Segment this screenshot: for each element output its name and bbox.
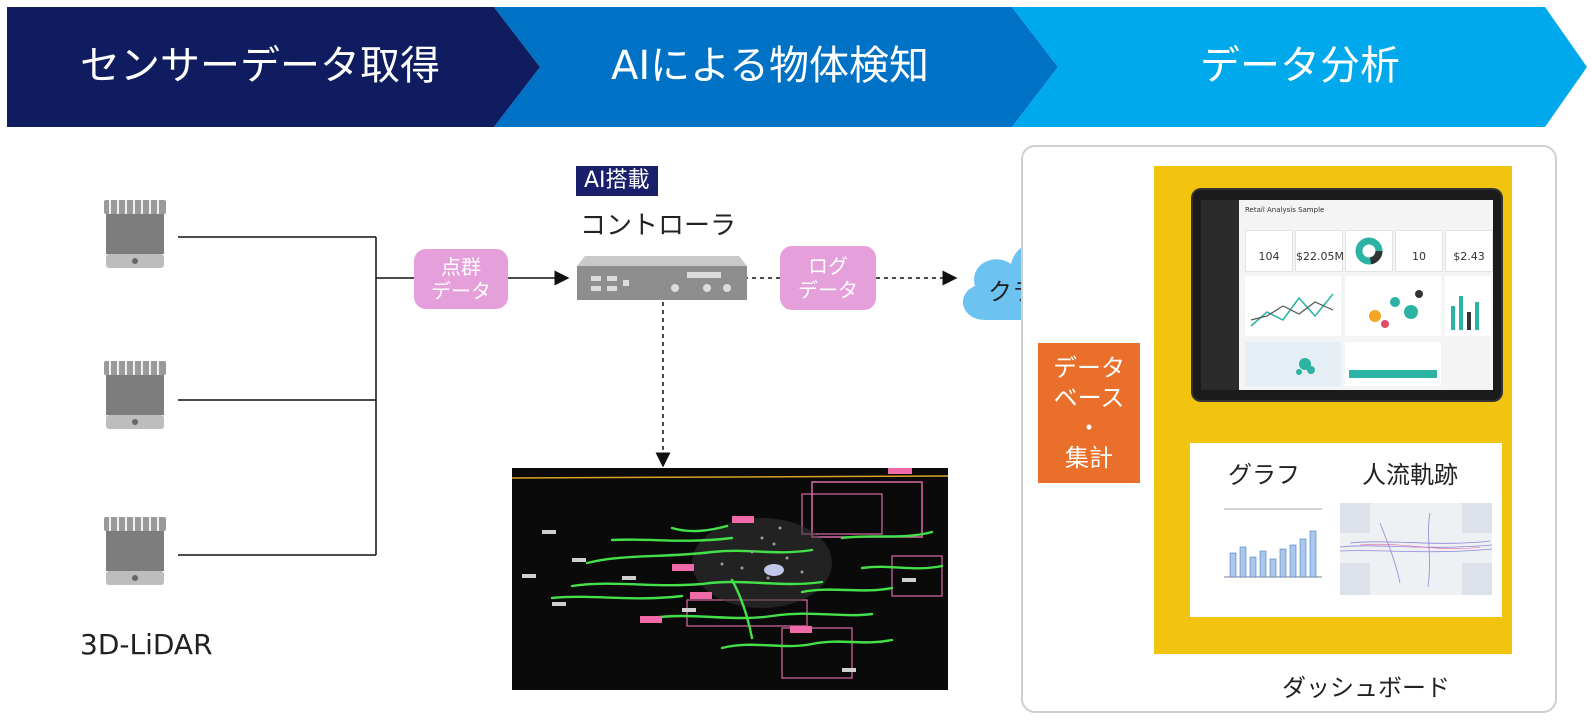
point-cloud-line1: 点群 bbox=[441, 255, 481, 279]
controller-label: コントローラ bbox=[580, 211, 737, 241]
powerbi-bubble-chart bbox=[1345, 276, 1441, 336]
step-2-chevron bbox=[494, 7, 1058, 127]
powerbi-table bbox=[1345, 342, 1441, 386]
log-data-pill: ログ データ bbox=[780, 246, 876, 310]
kpi-tile: 104 bbox=[1245, 230, 1293, 272]
sensor-label: 3D-LiDAR bbox=[80, 628, 213, 661]
graph-trajectory-box: グラフ 人流軌跡 bbox=[1190, 443, 1502, 617]
step-3-label: データ分析 bbox=[1200, 43, 1400, 89]
kpi-donut-tile bbox=[1345, 230, 1393, 272]
db-line1: データ bbox=[1053, 354, 1125, 382]
db-line4: 集計 bbox=[1065, 444, 1113, 472]
ai-badge: AI搭載 bbox=[576, 166, 658, 196]
dashboard-label: ダッシュボード bbox=[1282, 674, 1450, 702]
lidar-sensor-icon bbox=[104, 361, 166, 429]
powerbi-map bbox=[1245, 342, 1341, 386]
process-header bbox=[7, 7, 1587, 127]
trajectory-label: 人流軌跡 bbox=[1362, 461, 1458, 489]
lidar-sensor-icon bbox=[104, 517, 166, 585]
powerbi-screen: Retail Analysis Sample 104 $22.05M 10 $2… bbox=[1201, 200, 1493, 390]
point-cloud-data-pill: 点群 データ bbox=[414, 249, 508, 309]
log-line1: ログ bbox=[808, 254, 848, 278]
tablet-device: Retail Analysis Sample 104 $22.05M 10 $2… bbox=[1193, 190, 1501, 400]
point-cloud-line2: データ bbox=[431, 279, 491, 303]
graph-label: グラフ bbox=[1228, 461, 1300, 489]
lidar-sensor-icon bbox=[104, 200, 166, 268]
powerbi-title: Retail Analysis Sample bbox=[1245, 206, 1325, 214]
powerbi-line-chart bbox=[1245, 276, 1341, 336]
db-line3: ・ bbox=[1077, 414, 1101, 442]
database-aggregation-box: データ ベース ・ 集計 bbox=[1038, 343, 1140, 483]
step-1-label: センサーデータ取得 bbox=[80, 43, 440, 89]
step-3-chevron bbox=[1012, 7, 1587, 127]
step-2-label: AIによる物体検知 bbox=[611, 43, 929, 89]
kpi-tile: $2.43 bbox=[1445, 230, 1493, 272]
point-cloud-visual bbox=[512, 468, 948, 679]
db-line2: ベース bbox=[1053, 384, 1125, 412]
point-cloud-detection-image bbox=[512, 468, 948, 690]
mini-bar-chart bbox=[1224, 508, 1322, 578]
log-line2: データ bbox=[798, 278, 858, 302]
donut-chart-icon bbox=[1355, 237, 1383, 265]
step-1-chevron bbox=[7, 7, 540, 127]
trajectory-map bbox=[1340, 503, 1492, 595]
powerbi-bar-chart bbox=[1445, 276, 1491, 336]
powerbi-sidebar bbox=[1201, 200, 1239, 390]
kpi-tile: 10 bbox=[1395, 230, 1443, 272]
kpi-tile: $22.05M bbox=[1295, 230, 1344, 272]
controller-device-icon bbox=[577, 256, 747, 300]
